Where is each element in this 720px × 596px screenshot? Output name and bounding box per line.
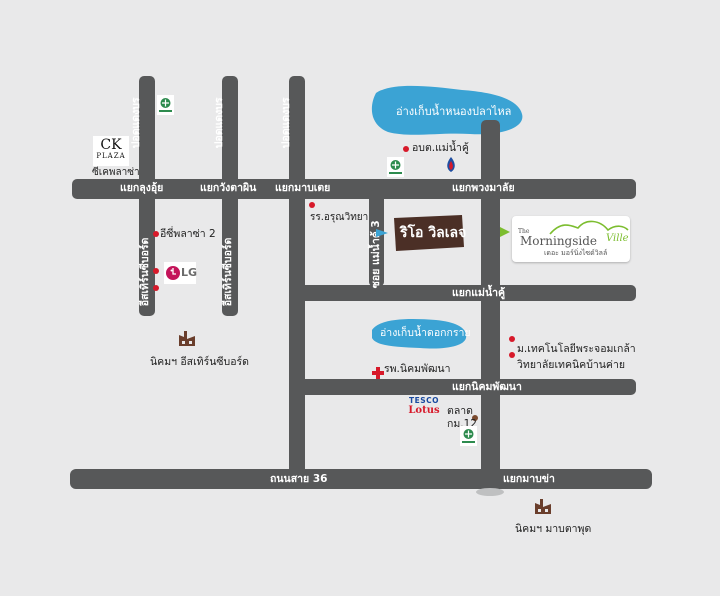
marker-school xyxy=(309,202,315,208)
pointer-arrow-icon xyxy=(376,225,390,239)
marker-market xyxy=(472,415,478,421)
place-tech-college: วิทยาลัยเทคนิคบ้านค่าย xyxy=(517,359,625,371)
road-highway-36 xyxy=(70,469,652,489)
road-vertical-main xyxy=(481,120,500,495)
lg-logo: LG xyxy=(164,262,198,284)
road-label-v2: ปอดแดงบร xyxy=(212,97,225,149)
bank-icon xyxy=(460,426,477,446)
tesco-text: TESCO xyxy=(408,396,440,405)
rio-village-name: ริโอ วิลเลจ xyxy=(400,225,467,241)
marker-tech-uni xyxy=(509,336,515,342)
lotus-text: Lotus xyxy=(408,405,440,416)
junction-lukhui: แยกลุงอุ้ย xyxy=(120,182,164,194)
place-estate-eastern: นิคมฯ อีสเทิร์นซีบอร์ด xyxy=(150,356,249,368)
pointer-triangle-icon xyxy=(500,224,512,238)
road-horizontal-nikhom xyxy=(290,379,636,395)
marker-ep-plaza xyxy=(153,231,159,237)
marker-tech-college xyxy=(509,352,515,358)
junction-mae-nam-khu: แยกแม่น้ำคู้ xyxy=(452,287,506,299)
junction-nikhom: แยกนิคมพัฒนา xyxy=(452,381,522,393)
place-market-line1: ตลาด xyxy=(447,405,473,417)
morningside-ville: Ville xyxy=(606,233,629,244)
junction-manthei: แยกมาบเตย xyxy=(275,182,331,194)
road-label-36: ถนนสาย 36 xyxy=(270,473,328,485)
lg-logo-icon xyxy=(166,266,180,280)
reservoir-south-shape xyxy=(372,319,467,349)
morningside-ville-card: The Morningside Ville เดอะ มอร์นิ่งไซด์ว… xyxy=(512,216,630,262)
road-vertical-1 xyxy=(139,76,155,316)
factory-icon xyxy=(533,495,553,515)
place-ep-plaza: อีซี่พลาซ่า 2 xyxy=(160,228,216,240)
morningside-sub: เดอะ มอร์นิ่งไซด์วิลล์ xyxy=(544,249,608,257)
place-market-line2: กม.12 xyxy=(447,418,477,430)
marker-obt xyxy=(403,146,409,152)
red-cross-icon xyxy=(372,364,384,379)
rio-village-sign: ริโอ วิลเลจ xyxy=(390,214,466,252)
morningside-hills-icon xyxy=(549,220,629,235)
road-horizontal-mae-nam-khu xyxy=(290,285,636,301)
place-hospital: รพ.นิคมพัฒนา xyxy=(384,363,451,375)
lg-text: LG xyxy=(181,266,198,279)
bank-icon xyxy=(157,95,174,115)
factory-icon xyxy=(177,327,197,347)
morningside-main: Morningside xyxy=(520,234,598,248)
road-label-v3: ปอดแดงบร xyxy=(279,97,292,149)
marker-lg-2 xyxy=(153,285,159,291)
ck-logo-text: CK xyxy=(100,137,122,153)
morningside-the: The xyxy=(518,228,530,235)
reservoir-north-label: อ่างเก็บน้ำหนองปลาไหล xyxy=(396,105,512,118)
junction-wangtaphin: แยกวังตาผิน xyxy=(200,182,257,194)
road-vertical-3 xyxy=(289,76,305,476)
road-vertical-2 xyxy=(222,76,238,316)
junction-phuangmalai: แยกพวงมาลัย xyxy=(452,182,515,194)
ck-plaza-logo: CK PLAZA xyxy=(93,136,129,166)
reservoir-south-label: อ่างเก็บน้ำดอกกราย xyxy=(380,327,471,339)
bank-icon xyxy=(387,157,404,177)
road-label-soi3: ซอย แม่น้ำคู้ 3 xyxy=(369,220,382,289)
place-tech-uni: ม.เทคโนโลยีพระจอมเกล้า xyxy=(517,343,636,355)
ptt-station-icon xyxy=(442,155,460,175)
place-school: รร.อรุณวิทยา xyxy=(310,212,369,223)
junction-map-kha: แยกมาบข่า xyxy=(503,473,555,485)
place-ck-plaza: ซีเคพลาซ่า xyxy=(92,167,140,178)
road-label-eastern-2: อีสเทิร์นซีบอร์ด xyxy=(221,237,234,307)
road-vertical-soi3 xyxy=(369,190,384,286)
ck-logo-sub: PLAZA xyxy=(96,152,126,160)
road-label-eastern-1: อีสเทิร์นซีบอร์ด xyxy=(138,237,151,307)
place-estate-map-ta-phut: นิคมฯ มาบตาพุด xyxy=(515,523,592,535)
tesco-lotus-logo: TESCO Lotus xyxy=(406,396,442,416)
marker-lg xyxy=(153,268,159,274)
place-obt: อบต.แม่น้ำคู้ xyxy=(412,142,469,154)
road-label-v1: ปอดแดงบร xyxy=(129,97,142,149)
